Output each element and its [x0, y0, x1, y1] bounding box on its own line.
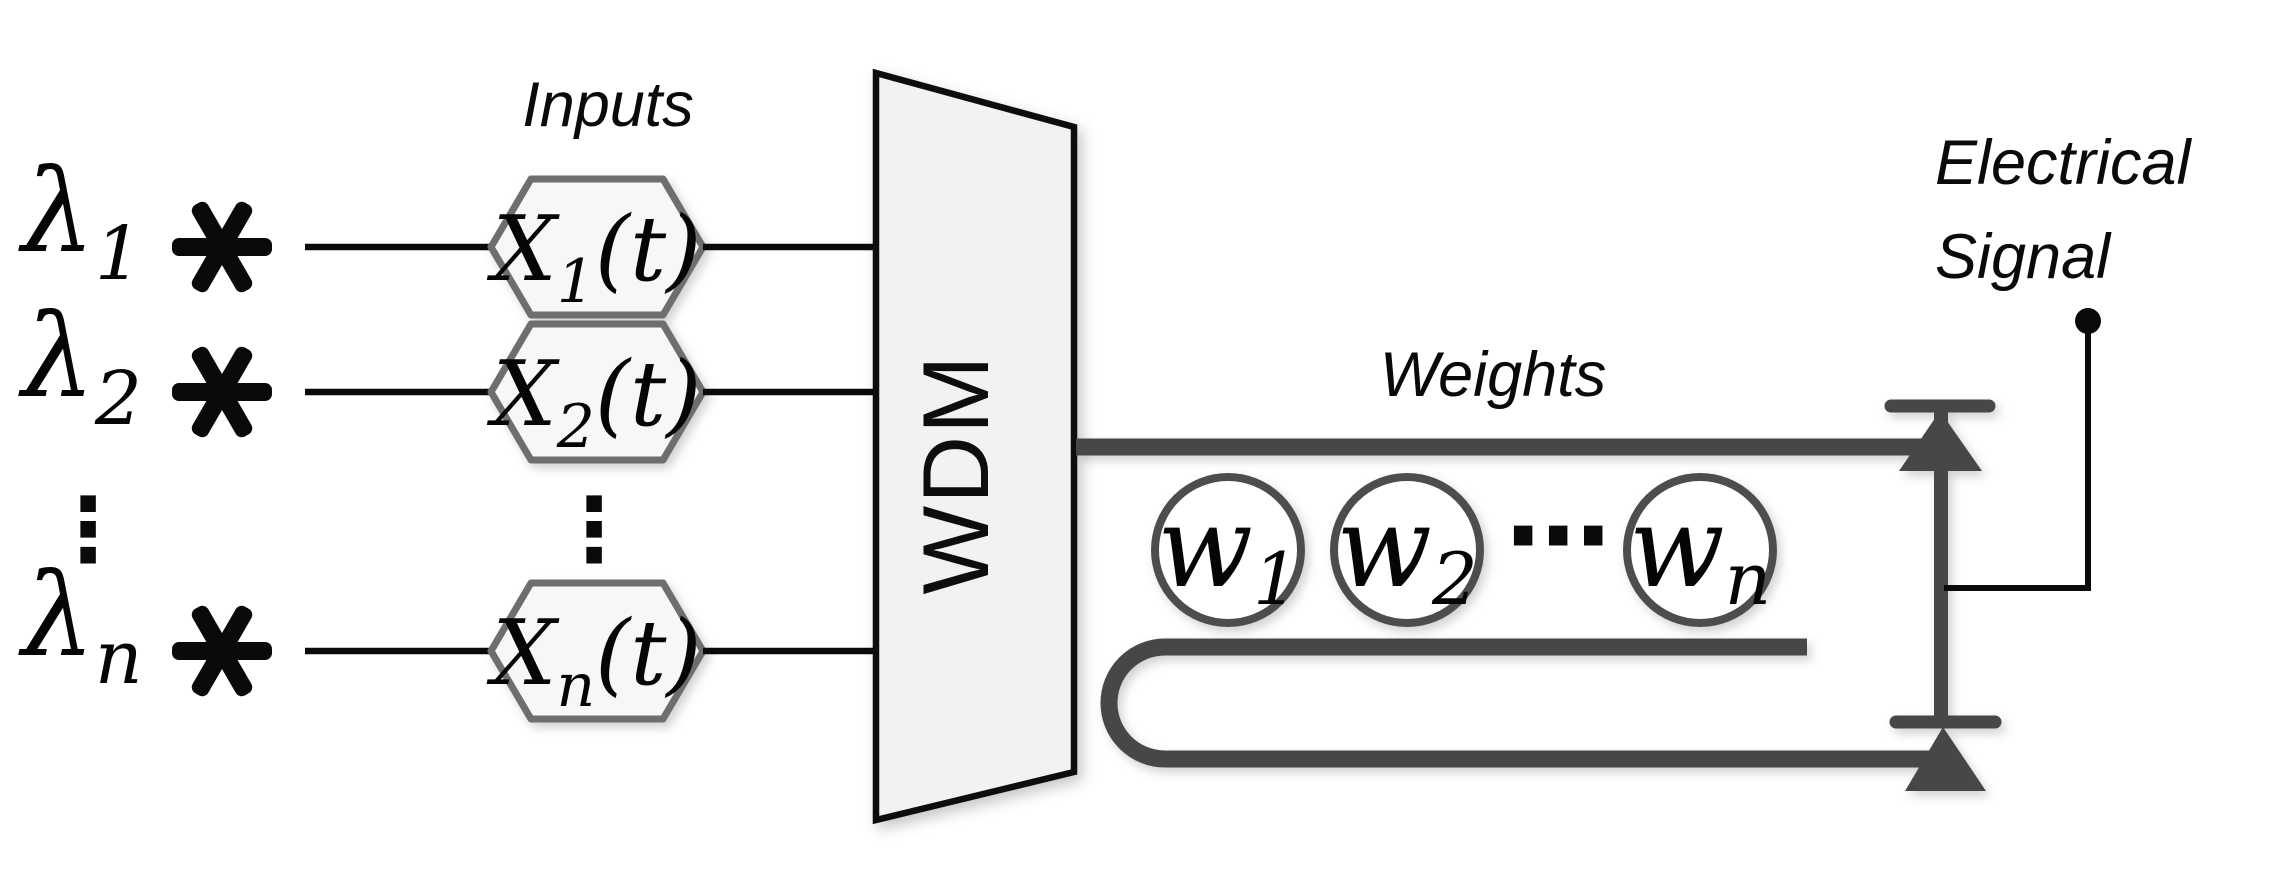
waveguide-u-turn — [1100, 638, 1166, 768]
input-argument: (t) — [595, 342, 701, 447]
channel-row-n: λn Xn(t) — [18, 549, 878, 723]
photodiode-top-triangle — [1899, 411, 1982, 471]
electrical-wire — [1944, 330, 2091, 591]
input-subscript: n — [557, 651, 596, 721]
weight-label-2: w2 — [1336, 483, 1478, 621]
laser-source-asterisk-icon — [172, 201, 272, 293]
wavelength-symbol: λ — [18, 549, 95, 683]
channel-row-2: λ2 X2(t) — [18, 290, 878, 464]
balanced-photodetector — [1884, 399, 2002, 791]
weight-ring-1 — [1151, 473, 1305, 627]
photodiode-top-icon — [1884, 399, 1996, 471]
wavelength-subscript: n — [95, 615, 143, 701]
weight-ring-n — [1623, 473, 1777, 627]
photodiode-bottom-icon — [1889, 715, 2002, 791]
input-symbol: X — [486, 601, 560, 706]
weight-symbol: w — [1629, 483, 1725, 613]
wavelength-label-1: λ1 — [18, 145, 142, 297]
wdm-multiplexer — [872, 68, 1078, 825]
input-argument: (t) — [595, 601, 701, 706]
weights-title: Weights — [1380, 340, 1606, 410]
wavelength-label-2: λ2 — [18, 290, 142, 442]
weight-symbol: w — [1157, 483, 1253, 613]
modulator-label-1: X1(t) — [487, 197, 702, 317]
weight-subscript: 1 — [1253, 537, 1299, 621]
channel-row-1: λ1 X1(t) — [18, 145, 878, 319]
weight-label-n: wn — [1629, 483, 1771, 621]
photodiode-bottom-triangle — [1905, 727, 1986, 791]
laser-source-asterisk-icon — [172, 346, 272, 438]
weights-ellipsis: ⋯ — [1506, 475, 1611, 597]
laser-source-asterisk-icon — [172, 605, 272, 697]
weight-label-1: w1 — [1157, 483, 1299, 621]
input-subscript: 2 — [556, 392, 595, 462]
wavelength-label-n: λn — [18, 549, 143, 701]
electrical-signal-title-line2: Signal — [1935, 222, 2112, 292]
wavelength-column-ellipsis: ⋮ — [44, 478, 132, 581]
electrical-terminal-dot-icon — [2075, 308, 2101, 334]
inputs-title: Inputs — [522, 70, 694, 140]
weight-symbol: w — [1336, 483, 1432, 613]
weight-subscript: n — [1725, 537, 1771, 621]
weight-ring-2 — [1330, 473, 1484, 627]
input-symbol: X — [487, 342, 561, 447]
modulator-label-2: X2(t) — [487, 342, 702, 462]
wdm-label: WDM — [903, 354, 1008, 595]
modulator-label-n: Xn(t) — [486, 601, 701, 721]
wavelength-symbol: λ — [18, 290, 95, 424]
electrical-output — [1944, 308, 2101, 591]
input-symbol: X — [487, 197, 561, 302]
weight-subscript: 2 — [1431, 537, 1478, 621]
wdm-trapezoid — [872, 68, 1078, 825]
wavelength-subscript: 2 — [94, 356, 142, 442]
input-argument: (t) — [595, 197, 701, 302]
wavelength-symbol: λ — [18, 145, 95, 279]
weight-bank — [1151, 473, 1777, 627]
wavelength-subscript: 1 — [95, 211, 142, 297]
waveguide-bus — [1076, 438, 1945, 768]
modulator-column-ellipsis: ⋮ — [550, 478, 638, 581]
electrical-signal-title-line1: Electrical — [1935, 128, 2193, 198]
input-subscript: 1 — [557, 247, 595, 317]
